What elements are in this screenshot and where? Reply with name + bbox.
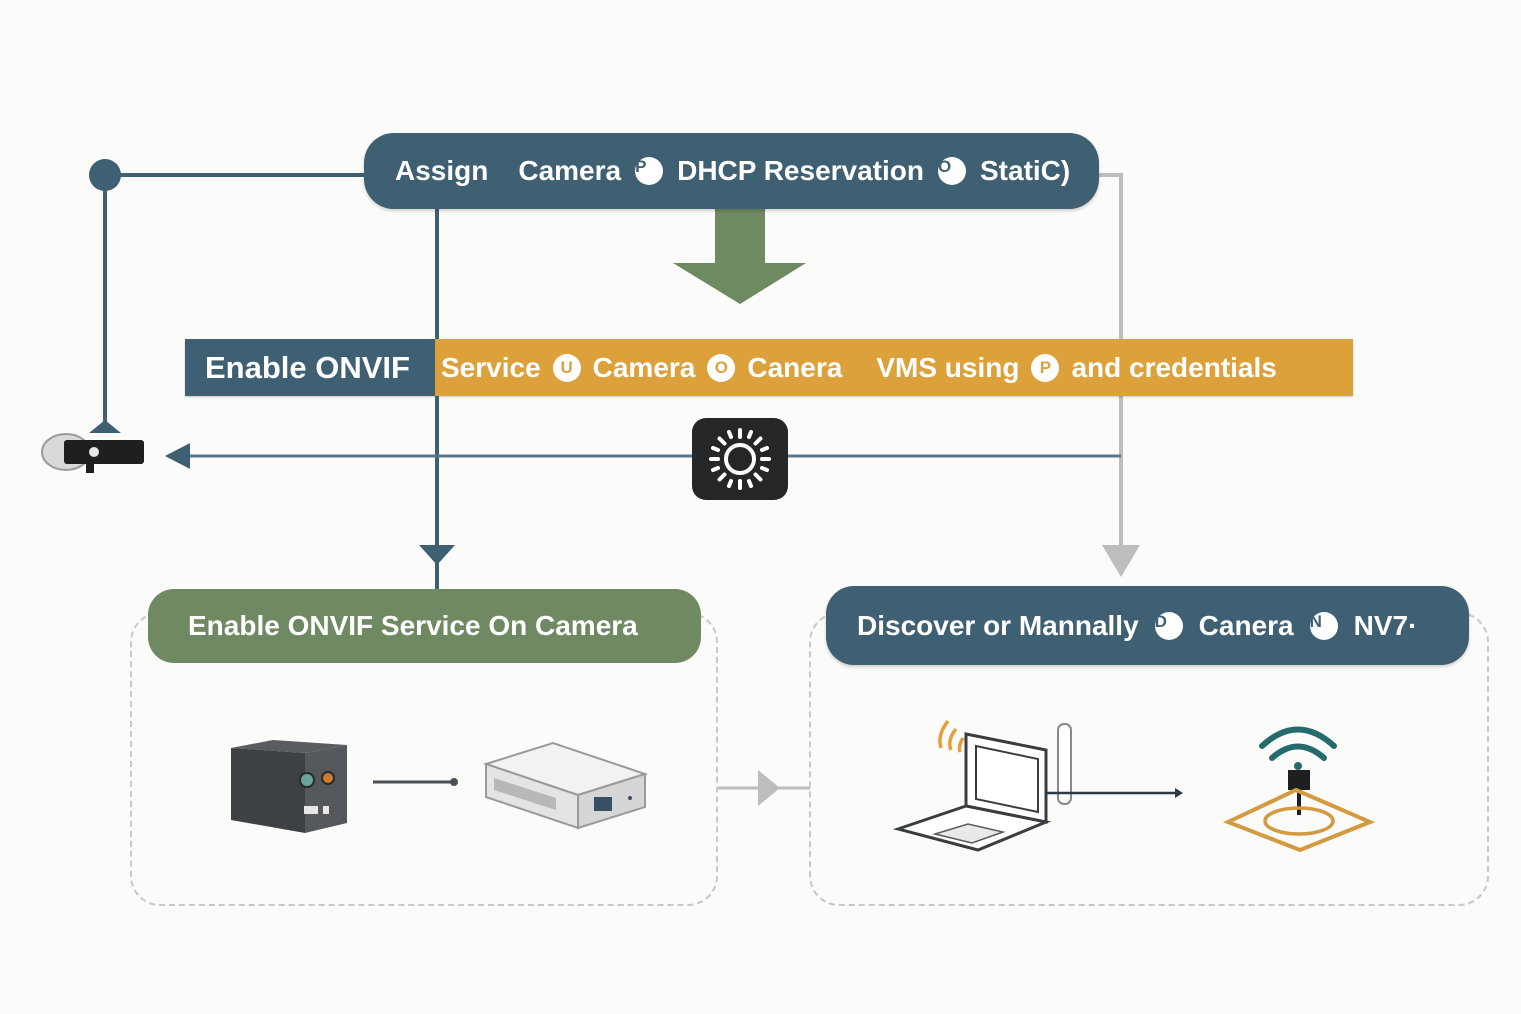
network-switch-icon (482, 741, 649, 830)
step-bar-badge-1: U (552, 353, 581, 382)
step-assign-badge-2: O (938, 157, 966, 185)
connector-right-gray (1098, 173, 1123, 552)
step-assign-badge-1: P (635, 157, 664, 185)
panel-left-title: Enable ONVIF Service On Camera (148, 589, 701, 663)
arrow-left-camera (165, 443, 190, 469)
step-assign-part3: StatiC) (980, 155, 1071, 186)
step-enable-onvif-bar: Enable ONVIF Service U Camera O Canera V… (185, 339, 1353, 396)
connector-left-head (89, 420, 121, 433)
step-bar-part3: Canera (747, 351, 843, 383)
step-assign-word1: Assign (395, 155, 489, 186)
laptop-wifi-icon (892, 719, 1183, 852)
sun-gear-icon (709, 428, 771, 490)
step-bar-right: Service U Camera O Canera VMS using P an… (435, 339, 1353, 396)
arrow-down-right (1102, 545, 1140, 577)
panel-right-badge-1: D (1154, 611, 1183, 640)
cable-end (450, 778, 458, 786)
security-camera-icon (41, 433, 144, 473)
step-bar-left-label: Enable ONVIF (185, 339, 435, 396)
panel-right-part1: Discover or Mannally (857, 609, 1139, 641)
step-assign-part2: DHCP Reservation (677, 155, 924, 186)
step-assign-word2: Camera (518, 155, 622, 186)
arrow-down-center (419, 545, 455, 565)
wifi-access-point-icon (1222, 726, 1376, 853)
panel-right-title: Discover or Mannally D Canera N NV7· (826, 586, 1469, 665)
arrow-right-panels (758, 770, 780, 806)
camera-box-icon (231, 740, 347, 833)
panel-right-part3: NV7· (1353, 609, 1418, 641)
step-bar-badge-3: P (1031, 353, 1060, 382)
arrow-down-green (673, 208, 806, 304)
step-assign-camera-ip: Assign Camera P DHCP Reservation O Stati… (364, 133, 1099, 209)
step-bar-part1: Service (441, 351, 541, 383)
step-bar-part2: Camera (592, 351, 696, 383)
step-bar-part4: VMS using (876, 351, 1020, 383)
settings-button[interactable] (692, 418, 788, 500)
panel-right-part2: Canera (1198, 609, 1294, 641)
step-bar-badge-2: O (707, 353, 736, 382)
step-bar-part5: and credentials (1071, 351, 1277, 383)
panel-right-badge-2: N (1309, 611, 1338, 640)
